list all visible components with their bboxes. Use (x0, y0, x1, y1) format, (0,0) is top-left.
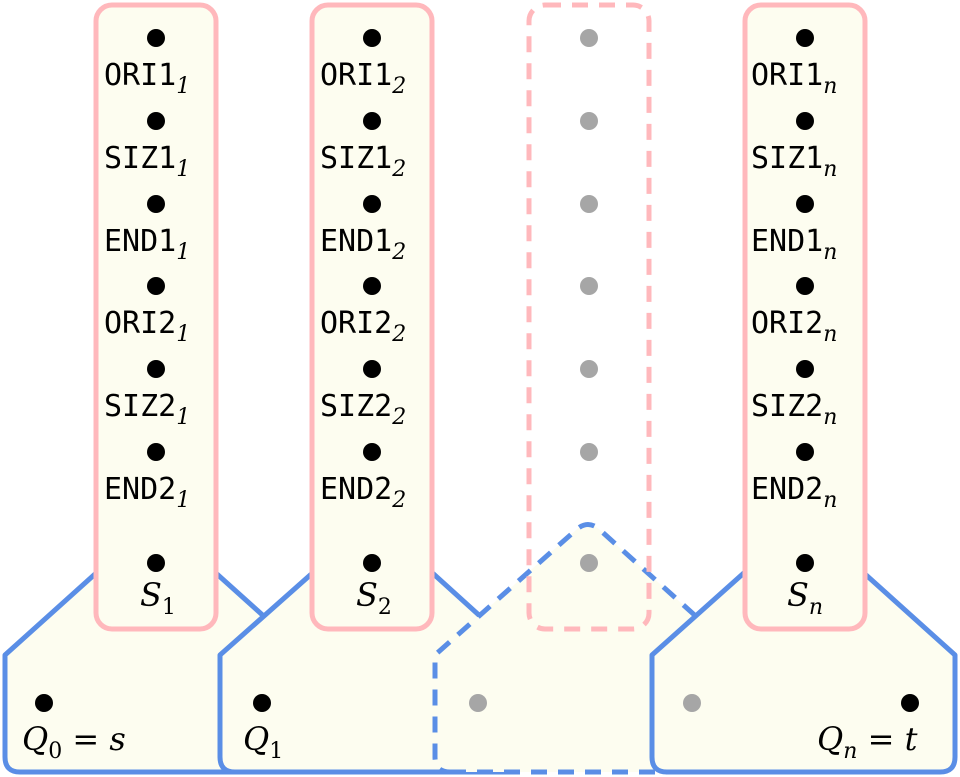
column-middle-dashed (526, 2, 652, 632)
column-vertices (147, 29, 814, 572)
vertex-q-middle (469, 694, 487, 712)
vertex-siz1-2 (363, 112, 381, 130)
label-end2-2: END22 (320, 472, 406, 513)
label-siz2-1: SIZ21 (104, 389, 190, 430)
vertex-q-prev-n (683, 694, 701, 712)
vertex-ori1-2 (363, 29, 381, 47)
house-vertices (35, 694, 919, 712)
label-ori2-2: ORI22 (320, 306, 406, 347)
vertex-siz1-n (796, 112, 814, 130)
vertex-s1 (147, 554, 165, 572)
label-ori1-2: ORI12 (320, 58, 406, 99)
vertex-middle-s (580, 554, 598, 572)
column-1-labels: ORI11 SIZ11 END11 ORI21 SIZ21 END21 S1 (104, 58, 190, 620)
column-s2 (309, 2, 435, 632)
label-sn: Sn (787, 576, 823, 620)
vertex-qn (901, 694, 919, 712)
column-group (93, 2, 868, 632)
vertex-ori2-n (796, 277, 814, 295)
vertex-sn (796, 554, 814, 572)
label-end1-n: END1n (751, 224, 837, 265)
vertex-s2 (363, 554, 381, 572)
vertex-middle-2 (580, 112, 598, 130)
label-q1: Q1 (243, 720, 283, 764)
house-group (2, 522, 958, 775)
label-siz2-2: SIZ22 (320, 389, 406, 430)
vertex-siz2-n (796, 360, 814, 378)
label-end1-2: END12 (320, 224, 406, 265)
label-q0: Q0 = s (22, 720, 126, 764)
vertex-middle-4 (580, 277, 598, 295)
label-ori2-1: ORI21 (104, 306, 190, 347)
label-s1: S1 (140, 576, 176, 620)
vertex-end1-1 (147, 195, 165, 213)
vertex-middle-1 (580, 29, 598, 47)
label-siz1-n: SIZ1n (751, 141, 837, 182)
column-2-labels: ORI12 SIZ12 END12 ORI22 SIZ22 END22 S2 (320, 58, 406, 620)
vertex-ori1-n (796, 29, 814, 47)
vertex-q1 (253, 694, 271, 712)
vertex-siz1-1 (147, 112, 165, 130)
vertex-middle-3 (580, 195, 598, 213)
label-end2-1: END21 (104, 472, 190, 513)
column-sn (742, 2, 868, 632)
label-end1-1: END11 (104, 224, 190, 265)
vertex-end2-n (796, 443, 814, 461)
vertex-siz2-1 (147, 360, 165, 378)
vertex-ori1-1 (147, 29, 165, 47)
vertex-q0 (35, 694, 53, 712)
column-n-labels: ORI1n SIZ1n END1n ORI2n SIZ2n END2n Sn (751, 58, 837, 620)
house-labels: Q0 = s Q1 Qn = t (22, 720, 918, 764)
label-siz1-1: SIZ11 (104, 141, 190, 182)
label-qn: Qn = t (817, 720, 918, 764)
label-ori1-1: ORI11 (104, 58, 190, 99)
vertex-end2-2 (363, 443, 381, 461)
vertex-ori2-2 (363, 277, 381, 295)
column-s1 (93, 2, 219, 632)
vertex-end2-1 (147, 443, 165, 461)
label-siz1-2: SIZ12 (320, 141, 406, 182)
label-s2: S2 (356, 576, 392, 620)
vertex-middle-6 (580, 443, 598, 461)
label-ori1-n: ORI1n (751, 58, 837, 99)
label-ori2-n: ORI2n (751, 306, 837, 347)
vertex-siz2-2 (363, 360, 381, 378)
vertex-ori2-1 (147, 277, 165, 295)
label-siz2-n: SIZ2n (751, 389, 837, 430)
vertex-end1-2 (363, 195, 381, 213)
vertex-end1-n (796, 195, 814, 213)
label-end2-n: END2n (751, 472, 837, 513)
vertex-middle-5 (580, 360, 598, 378)
